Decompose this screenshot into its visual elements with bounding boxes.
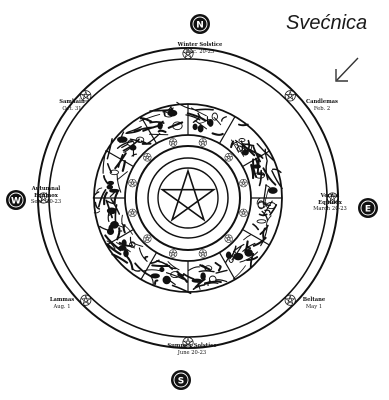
festival-beltane: Beltane May 1 — [296, 297, 332, 310]
inner-pentacle-icon — [143, 153, 151, 161]
north-letter: N — [196, 21, 204, 31]
inner-pentacle-icon — [199, 139, 207, 147]
festival-name: Autumnal Equinox — [32, 186, 61, 199]
east-marker: E — [358, 198, 378, 218]
festival-winter-solstice: Winter Solstice Dec. 20-23 — [170, 42, 230, 55]
festival-date: Aug. 1 — [44, 304, 80, 311]
festival-name: Lammas — [50, 297, 74, 303]
inner-pentacle-icon — [225, 153, 233, 161]
festival-candlemas: Candlemas Feb. 2 — [301, 99, 343, 112]
south-marker: S — [171, 370, 191, 390]
outer-pentacle-icon — [285, 91, 295, 101]
festival-samhain: Samhain Oct. 31 — [54, 99, 90, 112]
festival-date: Oct. 31 — [54, 106, 90, 113]
festival-vernal-equinox: Vernal Equinox March 20-23 — [312, 193, 348, 213]
inner-pentacle-icon — [240, 179, 248, 187]
inner-pentacle-icon — [169, 250, 177, 258]
festival-name: Winter Solstice — [178, 42, 223, 48]
zodiac-sign-figure — [134, 107, 182, 135]
west-marker: W — [6, 190, 26, 210]
festival-lammas: Lammas Aug. 1 — [44, 297, 80, 310]
south-letter: S — [178, 377, 184, 387]
annotation-arrow-icon — [336, 58, 358, 81]
outer-pentacle-icon — [285, 295, 295, 305]
inner-pentacle-icon — [240, 209, 248, 217]
festival-name: Candlemas — [306, 99, 338, 105]
festival-date: June 20-23 — [162, 350, 222, 357]
festival-date: March 20-23 — [312, 206, 348, 213]
west-letter: W — [11, 197, 21, 207]
inner-pentacle-icon — [225, 235, 233, 243]
inner-pentacle-icon — [169, 139, 177, 147]
east-letter: E — [365, 205, 371, 215]
festival-date: Feb. 2 — [301, 106, 343, 113]
inner-pentacle-icon — [129, 179, 137, 187]
festival-date: May 1 — [296, 304, 332, 311]
north-marker: N — [190, 14, 210, 34]
festival-summer-solstice: Summer Solstice June 20-23 — [162, 343, 222, 356]
festival-name: Vernal Equinox — [318, 193, 342, 206]
festival-name: Beltane — [303, 297, 326, 303]
hub-ring-outer — [136, 146, 240, 250]
outer-pentacle-icon — [81, 295, 91, 305]
festival-date: Dec. 20-23 — [170, 49, 230, 56]
festival-name: Samhain — [59, 99, 84, 105]
festival-date: Sept. 20-23 — [28, 199, 64, 206]
zodiac-sign-figure — [177, 102, 227, 135]
inner-pentacle-icon — [129, 209, 137, 217]
inner-pentacle-icon — [199, 250, 207, 258]
festival-autumnal-equinox: Autumnal Equinox Sept. 20-23 — [28, 186, 64, 206]
zodiac-sign-figure — [93, 139, 127, 207]
annotation-label: Svećnica — [286, 12, 367, 35]
inner-pentacle-icon — [143, 235, 151, 243]
festival-name: Summer Solstice — [167, 343, 216, 349]
